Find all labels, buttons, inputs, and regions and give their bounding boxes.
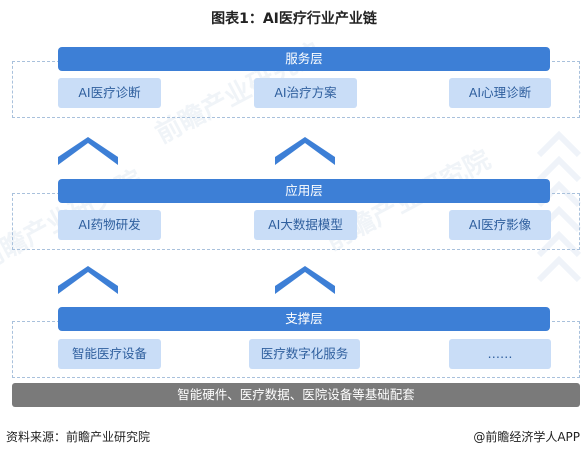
credit-note: @前瞻经济学人APP (473, 430, 580, 444)
up-chevron-icon (275, 266, 335, 294)
item-ai-treatment-plan: AI治疗方案 (254, 78, 357, 108)
service-layer-bar: 服务层 (58, 47, 550, 71)
up-chevron-icon (275, 137, 335, 165)
item-ai-medical-imaging: AI医疗影像 (449, 210, 551, 240)
figure-title: 图表1：AI医疗行业产业链 (211, 11, 377, 27)
item-smart-medical-equipment: 智能医疗设备 (58, 339, 161, 369)
up-chevron-icon (58, 266, 118, 294)
source-note: 资料来源：前瞻产业研究院 (6, 430, 151, 444)
item-ai-medical-diagnosis: AI医疗诊断 (58, 78, 161, 108)
support-layer-bar: 支撑层 (58, 307, 550, 331)
item-medical-digital-services: 医疗数字化服务 (249, 339, 360, 369)
base-infrastructure-bar: 智能硬件、医疗数据、医院设备等基础配套 (12, 383, 580, 407)
item-ai-drug-development: AI药物研发 (58, 210, 161, 240)
item-ai-psych-diagnosis: AI心理诊断 (449, 78, 551, 108)
application-layer-bar: 应用层 (58, 179, 550, 203)
up-chevron-icon (58, 137, 118, 165)
item-ai-big-data-model: AI大数据模型 (254, 210, 357, 240)
item-ellipsis: …… (449, 339, 551, 369)
